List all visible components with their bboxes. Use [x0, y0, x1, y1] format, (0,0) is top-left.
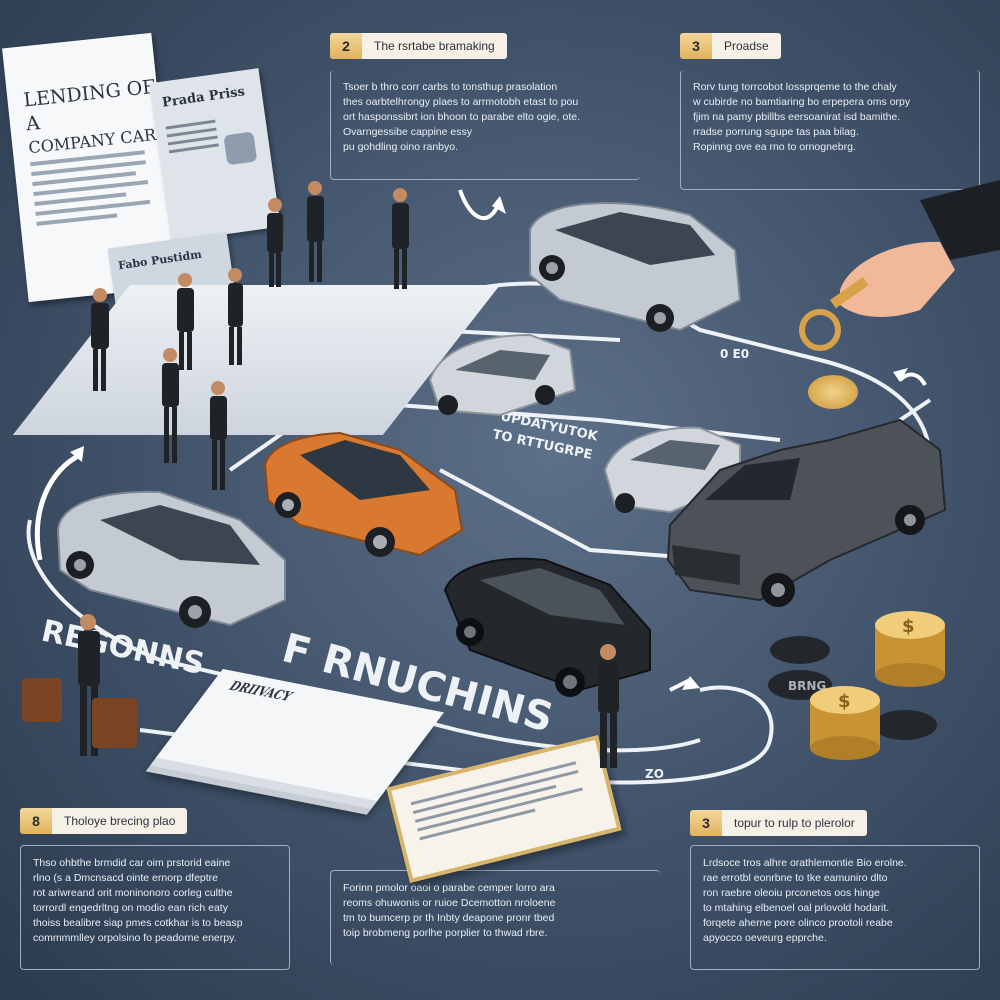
text-line: Thso ohbthe brmdid car oim prstorid eain…: [33, 857, 231, 869]
step-badge-bottom-left: 8 Tholoye brecing plao: [20, 808, 188, 834]
person-handshake-2: [307, 181, 324, 282]
arrow-head-top: [492, 196, 506, 214]
step-badge-top-middle: 2 The rsrtabe bramaking: [330, 33, 507, 59]
text-line: Forinn pmolor oaoi o parabe cemper lorro…: [343, 882, 555, 894]
coin-dark-3: [873, 710, 937, 740]
suit-sleeve: [920, 180, 1000, 260]
road-small-label-3: 0 E0: [720, 347, 749, 361]
arrow-stub-2: [669, 678, 691, 692]
car-pickup-truck: [666, 418, 947, 607]
person-standing-7: [162, 348, 179, 463]
text-line: ron raebre oleoiu prconetos oos hinge: [703, 887, 880, 899]
step-label: Proadse: [712, 33, 781, 59]
text-line: apyocco oeveurg epprche.: [703, 932, 827, 944]
step-badge-top-right: 3 Proadse: [680, 33, 781, 59]
arrow-head-right: [893, 368, 908, 382]
text-line: to mtahing elbenoel oal prlovold hodarit…: [703, 902, 890, 914]
text-line: Tsoer b thro corr carbs to tonsthup pras…: [343, 81, 558, 93]
text-line: toip brobmeng porlhe porplier to thwad r…: [343, 927, 548, 939]
arrow-right: [898, 372, 927, 387]
car-black-sedan: [443, 557, 651, 697]
arrow-stub: [898, 398, 932, 422]
text-line: fjim na pamy pbillbs eersoanirat isd bam…: [693, 111, 901, 123]
person-standing-3: [392, 188, 409, 289]
text-line: forqete aherne pore olinco prootoli reab…: [703, 917, 893, 929]
text-line: pu gohdling oino ranbyo.: [343, 141, 459, 153]
person-standing-6: [91, 288, 109, 391]
text-line: rlno (s a Dmcnsacd ointe ernorp dfeptre: [33, 872, 219, 884]
gold-stack-right: $: [875, 611, 945, 687]
key-ring: [799, 309, 841, 351]
business-people: [91, 181, 409, 490]
road-lot-mid: [329, 398, 781, 442]
step-label: Tholoye brecing plao: [52, 808, 188, 834]
text-line: rradse porrung sgupe tas paa bilag.: [693, 126, 859, 138]
text-line: Lrdsoce tros alhre orathlemontie Bio ero…: [703, 857, 907, 869]
car-silver-suv-left: [56, 490, 286, 628]
key-fob-coin: [808, 375, 858, 409]
car-silver-sedan-center: [428, 333, 577, 417]
text-line: thoiss bealibre siap pmes cotkhar is to …: [33, 917, 243, 929]
arrow-head-bottom: [682, 676, 700, 690]
text-line: commmmlley orpolsino fo peadorne enerpy.: [33, 932, 237, 944]
step-number: 8: [20, 808, 52, 834]
text-line: reoms ohuwonis or ruioe Dcemotton nroloe…: [343, 897, 556, 909]
textbox-bottom-middle: Forinn pmolor oaoi o parabe cemper lorro…: [330, 870, 660, 965]
text-line: torrordl engedrltng on modio ean rich ea…: [33, 902, 228, 914]
person-standing-8: [210, 381, 227, 490]
hand: [840, 241, 955, 317]
arrow-left-curve: [34, 452, 82, 561]
dollar-icon: $: [838, 691, 851, 712]
coin-stacks: BRNG $ $: [768, 611, 945, 760]
key-blade: [830, 277, 869, 309]
textbox-top-right: Rorv tung torrcobot lossprqeme to the ch…: [680, 70, 980, 190]
person-handshake-1: [267, 198, 283, 287]
step-number: 2: [330, 33, 362, 59]
briefcase-icon: [92, 698, 137, 748]
textbox-bottom-left: Thso ohbthe brmdid car oim prstorid eain…: [20, 845, 290, 970]
dollar-icon: $: [902, 616, 915, 637]
person-standing-bottom: [598, 644, 619, 768]
road-small-label-1: ZO: [645, 767, 664, 781]
text-line: rot ariwreand orit moninonoro corleg cul…: [33, 887, 233, 899]
car-orange-sedan: [263, 431, 464, 557]
briefcase-icon: [22, 678, 62, 722]
text-line: ort hasponssibrt ion bhoon to parabe elt…: [343, 111, 580, 123]
arrow-head-left: [70, 446, 84, 462]
step-label: The rsrtabe bramaking: [362, 33, 507, 59]
textbox-top-middle: Tsoer b thro corr carbs to tonsthup pras…: [330, 70, 640, 180]
text-line: Ovarngessibe cappine essy: [343, 126, 472, 138]
step-number: 3: [680, 33, 712, 59]
coin-dark-1: [770, 636, 830, 664]
person-standing-5: [228, 268, 243, 365]
person-standing-4: [177, 273, 194, 370]
hand-with-key: [799, 180, 1000, 351]
text-line: Ropinng ove ea rno to ornognebrg.: [693, 141, 856, 153]
text-line: tm to bumcerp pr th Inbty deapone pronr …: [343, 912, 555, 924]
step-number: 3: [690, 810, 722, 836]
text-line: rae errotbl eonrbne to tke eamuniro dlto: [703, 872, 888, 884]
coin-tag: BRNG: [788, 679, 826, 693]
step-label: topur to rulp to plerolor: [722, 810, 867, 836]
text-line: thes oarbtelhrongy plaes to arrmotobh et…: [343, 96, 579, 108]
textbox-bottom-right: Lrdsoce tros alhre orathlemontie Bio ero…: [690, 845, 980, 970]
gold-stack-left: $: [810, 686, 880, 760]
bottom-people: [22, 614, 619, 768]
text-line: Rorv tung torrcobot lossprqeme to the ch…: [693, 81, 897, 93]
step-badge-bottom-right: 3 topur to rulp to plerolor: [690, 810, 867, 836]
text-line: w cubirde no bamtiaring bo erpepera oms …: [693, 96, 911, 108]
person-with-briefcases: [22, 614, 137, 756]
car-silver-minivan-top: [529, 202, 742, 332]
